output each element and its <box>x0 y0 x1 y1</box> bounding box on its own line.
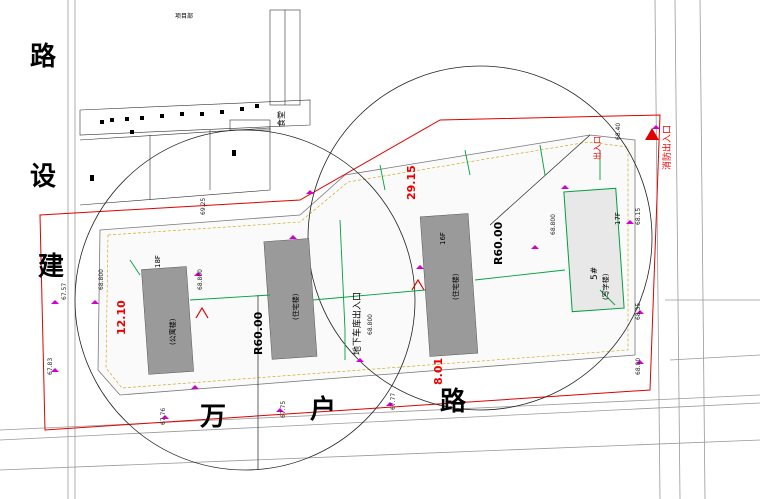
dimension-label-3: 8.01 <box>432 358 445 385</box>
dimension-label-1: 29.15 <box>405 165 418 200</box>
utility-lines <box>129 144 616 360</box>
building-label-16f: 16F <box>439 232 447 245</box>
radius-label-right: R60.00 <box>492 221 505 265</box>
elevation-12: 69.25 <box>200 198 207 215</box>
building-4 <box>563 187 625 313</box>
fire-exit-upper-label: 出入口 <box>592 136 602 160</box>
elevation-1: 68.800 <box>98 269 105 290</box>
site-interior <box>97 134 636 396</box>
building-label-5: 5# <box>590 267 600 280</box>
tower-note-2: (住宅楼) <box>291 293 300 320</box>
elevation-labels: 68.800 68.800 68.800 68.800 67.57 67.83 … <box>47 123 642 425</box>
radius-label-left: R60.00 <box>252 311 265 355</box>
construction-area <box>79 9 311 206</box>
building-label-18f: 18F <box>154 255 162 268</box>
entry-arrow-mid <box>411 278 425 291</box>
elevation-4: 67.57 <box>61 283 68 300</box>
elevation-5: 67.83 <box>47 358 54 375</box>
fire-exit-marker <box>645 128 659 140</box>
road-label-jianshe-1: 设 <box>30 162 56 192</box>
title-block-label: 项目部 <box>175 12 193 20</box>
building-3 <box>419 213 479 357</box>
tower-note-3: (住宅楼) <box>451 273 460 300</box>
road-label-wanhu-2: 户 <box>310 394 336 425</box>
road-label-jianshe-3: 路 <box>30 41 57 72</box>
road-label-wanhu-1: 万 <box>200 402 226 432</box>
elevation-6: 67.76 <box>160 408 167 425</box>
dimension-label-2: 12.10 <box>115 300 128 335</box>
elevation-9: 68.00 <box>635 358 642 375</box>
road-label-jianshe-2: 建 <box>38 252 64 282</box>
building-label-17f: 17F <box>614 212 622 225</box>
elevation-2: 68.800 <box>367 314 374 335</box>
construction-marks <box>90 104 259 181</box>
setback-line <box>105 141 629 389</box>
road-label-wanhu-3: 路 <box>440 386 467 417</box>
elevation-10: 68.15 <box>635 208 642 225</box>
tower-note-4: (写字楼) <box>601 273 610 300</box>
basement-entry-label: 地下车库出入口 <box>351 292 363 355</box>
elevation-7: 67.75 <box>280 401 287 418</box>
building-1 <box>141 266 194 375</box>
canteen-label: 食堂 <box>276 111 286 127</box>
entry-arrow-left <box>195 306 209 319</box>
elevation-8: 67.77 <box>390 393 397 410</box>
site-boundary <box>39 114 661 431</box>
radius-line-right <box>489 134 591 226</box>
elevation-3: 68.800 <box>550 214 557 235</box>
buildings <box>141 187 625 375</box>
elevation-11: 68.35 <box>635 303 642 320</box>
radius-circle-right <box>307 65 653 411</box>
elevation-13: 68.40 <box>615 123 622 140</box>
tower-note-1: (公寓楼) <box>168 318 177 345</box>
elevation-markers <box>51 125 660 419</box>
fire-exit-label: 消防出入口 <box>661 125 673 170</box>
building-2 <box>263 238 318 360</box>
elevation-0: 68.800 <box>197 269 204 290</box>
radius-circle-left <box>74 129 416 471</box>
